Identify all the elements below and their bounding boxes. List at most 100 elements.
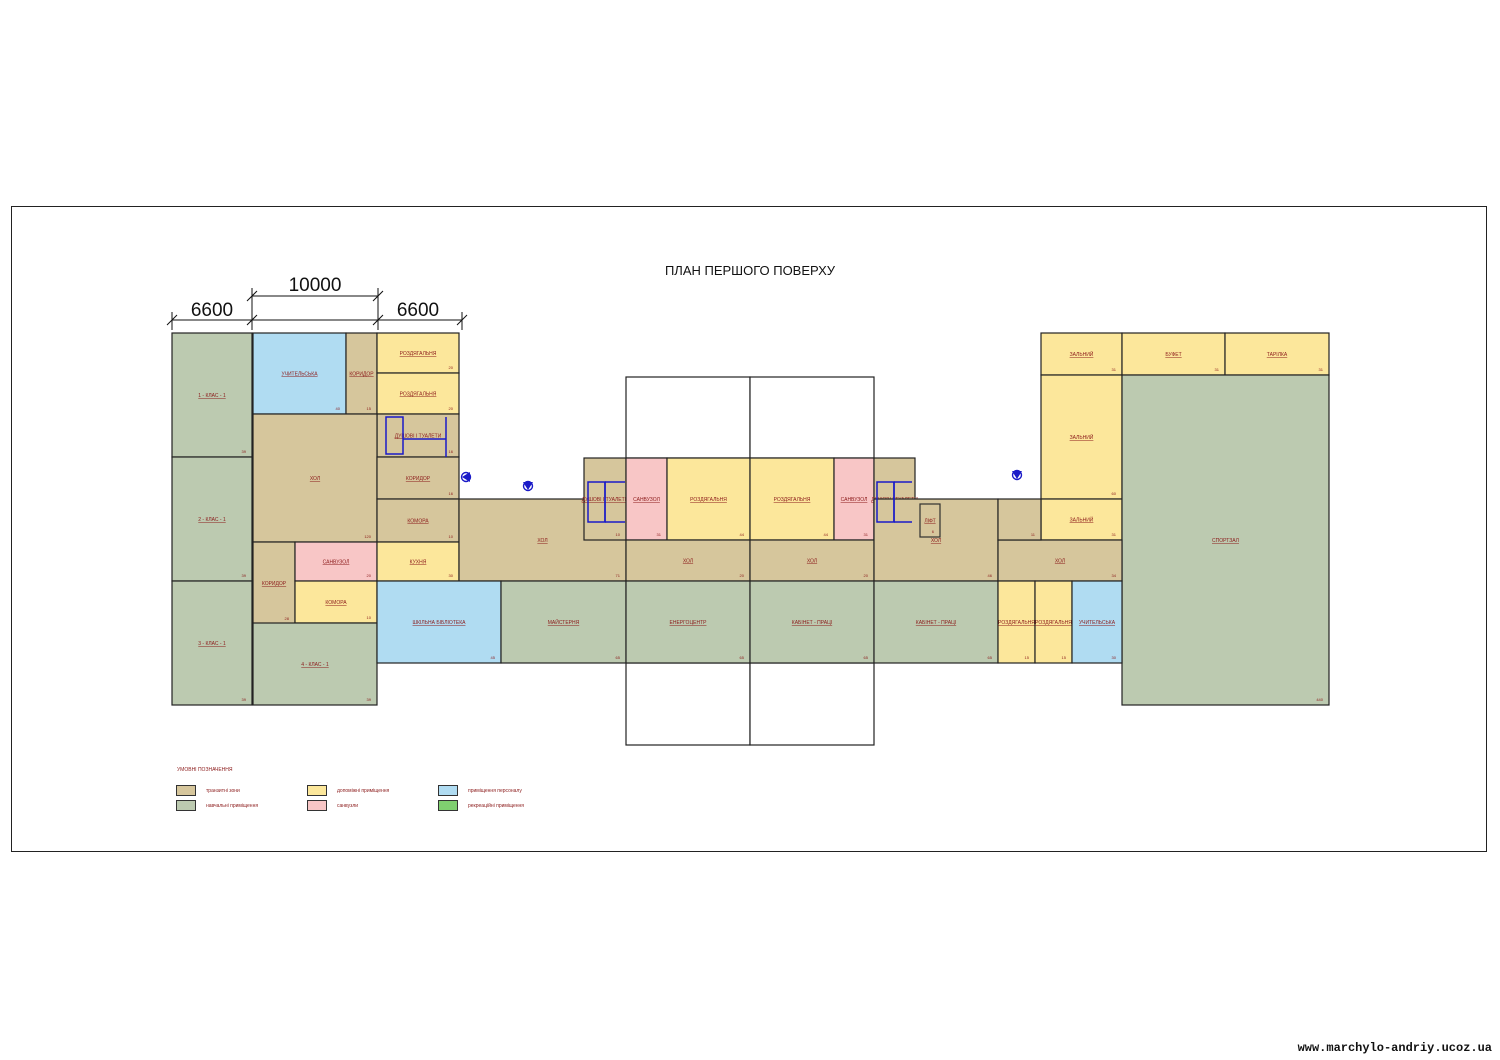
legend-item: рекреаційні приміщення bbox=[438, 800, 524, 811]
room-fill bbox=[873, 580, 999, 664]
room-label: ХОЛ bbox=[931, 538, 941, 544]
room-fill bbox=[171, 456, 253, 582]
room-label: МАЙСТЕРНЯ bbox=[548, 618, 580, 626]
room-fill bbox=[171, 580, 253, 706]
room-area: 15 bbox=[1062, 655, 1067, 660]
legend-swatch bbox=[176, 800, 196, 811]
room-area: 10 bbox=[367, 615, 372, 620]
room-area: 31 bbox=[1112, 532, 1117, 537]
room-fill bbox=[376, 332, 460, 374]
legend-label: навчальні приміщення bbox=[206, 802, 259, 809]
entrance-markers bbox=[460, 469, 1023, 492]
room-area: 60 bbox=[1112, 491, 1117, 496]
legend-item: навчальні приміщення bbox=[176, 800, 258, 811]
room: ХОЛ 20 bbox=[625, 539, 751, 582]
room-fill bbox=[997, 498, 1042, 541]
room-fill bbox=[294, 541, 378, 582]
room-label: КАБІНЕТ - ПРАЦІ bbox=[916, 620, 956, 626]
dimension-right: 6600 bbox=[397, 300, 439, 321]
room-fill bbox=[625, 580, 751, 664]
room-label: РОЗДЯГАЛЬНЯ bbox=[998, 620, 1035, 626]
legend-swatch bbox=[438, 800, 458, 811]
entrance-marker-icon bbox=[522, 480, 534, 492]
room-area: 440 bbox=[1316, 697, 1323, 702]
room-fill bbox=[376, 580, 502, 664]
legend-item: допоміжні приміщення bbox=[307, 785, 389, 796]
room-label: ЗАЛЬНИЙ bbox=[1070, 516, 1094, 524]
room-label: ЕНЕРГОЦЕНТР bbox=[670, 620, 708, 626]
room-area: 39 bbox=[367, 697, 372, 702]
legend-label: рекреаційні приміщення bbox=[468, 802, 525, 809]
dimension-chain: 6600 10000 6600 bbox=[166, 275, 468, 330]
room: 3 - КЛАС - 139 bbox=[171, 580, 253, 706]
room-fill bbox=[376, 498, 460, 543]
room-fill bbox=[749, 457, 835, 541]
room-area: 11 bbox=[1031, 532, 1036, 537]
legend-item: транзитні зони bbox=[176, 785, 240, 796]
room-area: 39 bbox=[242, 449, 247, 454]
room-label: КОРИДОР bbox=[349, 372, 374, 378]
room-fill bbox=[749, 580, 875, 664]
room: ХОЛ 20 bbox=[749, 539, 875, 582]
room-area: 31 bbox=[657, 532, 662, 537]
room-label: КОРИДОР bbox=[406, 476, 431, 482]
room-fill bbox=[294, 580, 378, 624]
drawing-frame bbox=[11, 206, 1487, 852]
room-area: 20 bbox=[367, 573, 372, 578]
entrance-marker-icon bbox=[1011, 469, 1023, 481]
room-area: 65 bbox=[616, 655, 621, 660]
room-fill bbox=[252, 332, 347, 415]
room: РОЗДЯГАЛЬНЯ 44 bbox=[666, 457, 751, 541]
room: ЗАЛЬНИЙ 31 bbox=[1040, 332, 1123, 376]
legend-label: допоміжні приміщення bbox=[337, 787, 390, 794]
room: КОМОРА 10 bbox=[294, 580, 378, 624]
room-label: ХОЛ bbox=[683, 559, 693, 565]
room-label: ХОЛ bbox=[807, 559, 817, 565]
room-fill bbox=[376, 541, 460, 582]
room-area: 20 bbox=[740, 573, 745, 578]
room-label: ДУШОВІ І ТУАЛЕТИ bbox=[395, 434, 442, 440]
room-area: 10 bbox=[449, 534, 454, 539]
entrance-marker-icon bbox=[460, 471, 472, 483]
room-label: КОМОРА bbox=[407, 519, 429, 525]
room-area: 71 bbox=[616, 573, 621, 578]
room-area: 44 bbox=[740, 532, 745, 537]
room: СПОРТЗАЛ 440 bbox=[1121, 374, 1330, 706]
room-area: 30 bbox=[1112, 655, 1117, 660]
room-fill bbox=[1040, 374, 1123, 500]
room-label: СПОРТЗАЛ bbox=[1212, 538, 1239, 544]
room-area: 40 bbox=[336, 406, 341, 411]
room-label: 4 - КЛАС - 1 bbox=[301, 662, 329, 668]
room-area: 20 bbox=[449, 406, 454, 411]
room: 11 bbox=[997, 498, 1042, 541]
legend-label: транзитні зони bbox=[206, 787, 240, 794]
room: ЗАЛЬНИЙ 31 bbox=[1040, 498, 1123, 541]
room-label: ШКІЛЬНА БІБЛІОТЕКА bbox=[413, 620, 467, 626]
room-area: 20 bbox=[864, 573, 869, 578]
room-label: САНВУЗОЛ bbox=[841, 497, 868, 503]
room-area: 30 bbox=[449, 573, 454, 578]
legend-swatch bbox=[176, 785, 196, 796]
room-label: БУФЕТ bbox=[1165, 352, 1181, 358]
room-area: 31 bbox=[1112, 367, 1117, 372]
room-fill bbox=[1034, 580, 1073, 664]
legend-item: санвузли bbox=[307, 800, 358, 811]
room-label: РОЗДЯГАЛЬНЯ bbox=[690, 497, 727, 503]
room-area: 34 bbox=[1112, 573, 1117, 578]
room-label: КОМОРА bbox=[325, 600, 347, 606]
room-label: ТАРІЛКА bbox=[1267, 352, 1288, 358]
room-fill bbox=[1121, 374, 1330, 706]
room-area: 65 bbox=[988, 655, 993, 660]
legend-title: УМОВНІ ПОЗНАЧЕННЯ bbox=[177, 767, 233, 773]
room: МАЙСТЕРНЯ 65 bbox=[500, 580, 627, 664]
room-label: КОРИДОР bbox=[262, 581, 287, 587]
room-label: ХОЛ bbox=[1055, 559, 1065, 565]
room-label: ЗАЛЬНИЙ bbox=[1070, 350, 1094, 358]
